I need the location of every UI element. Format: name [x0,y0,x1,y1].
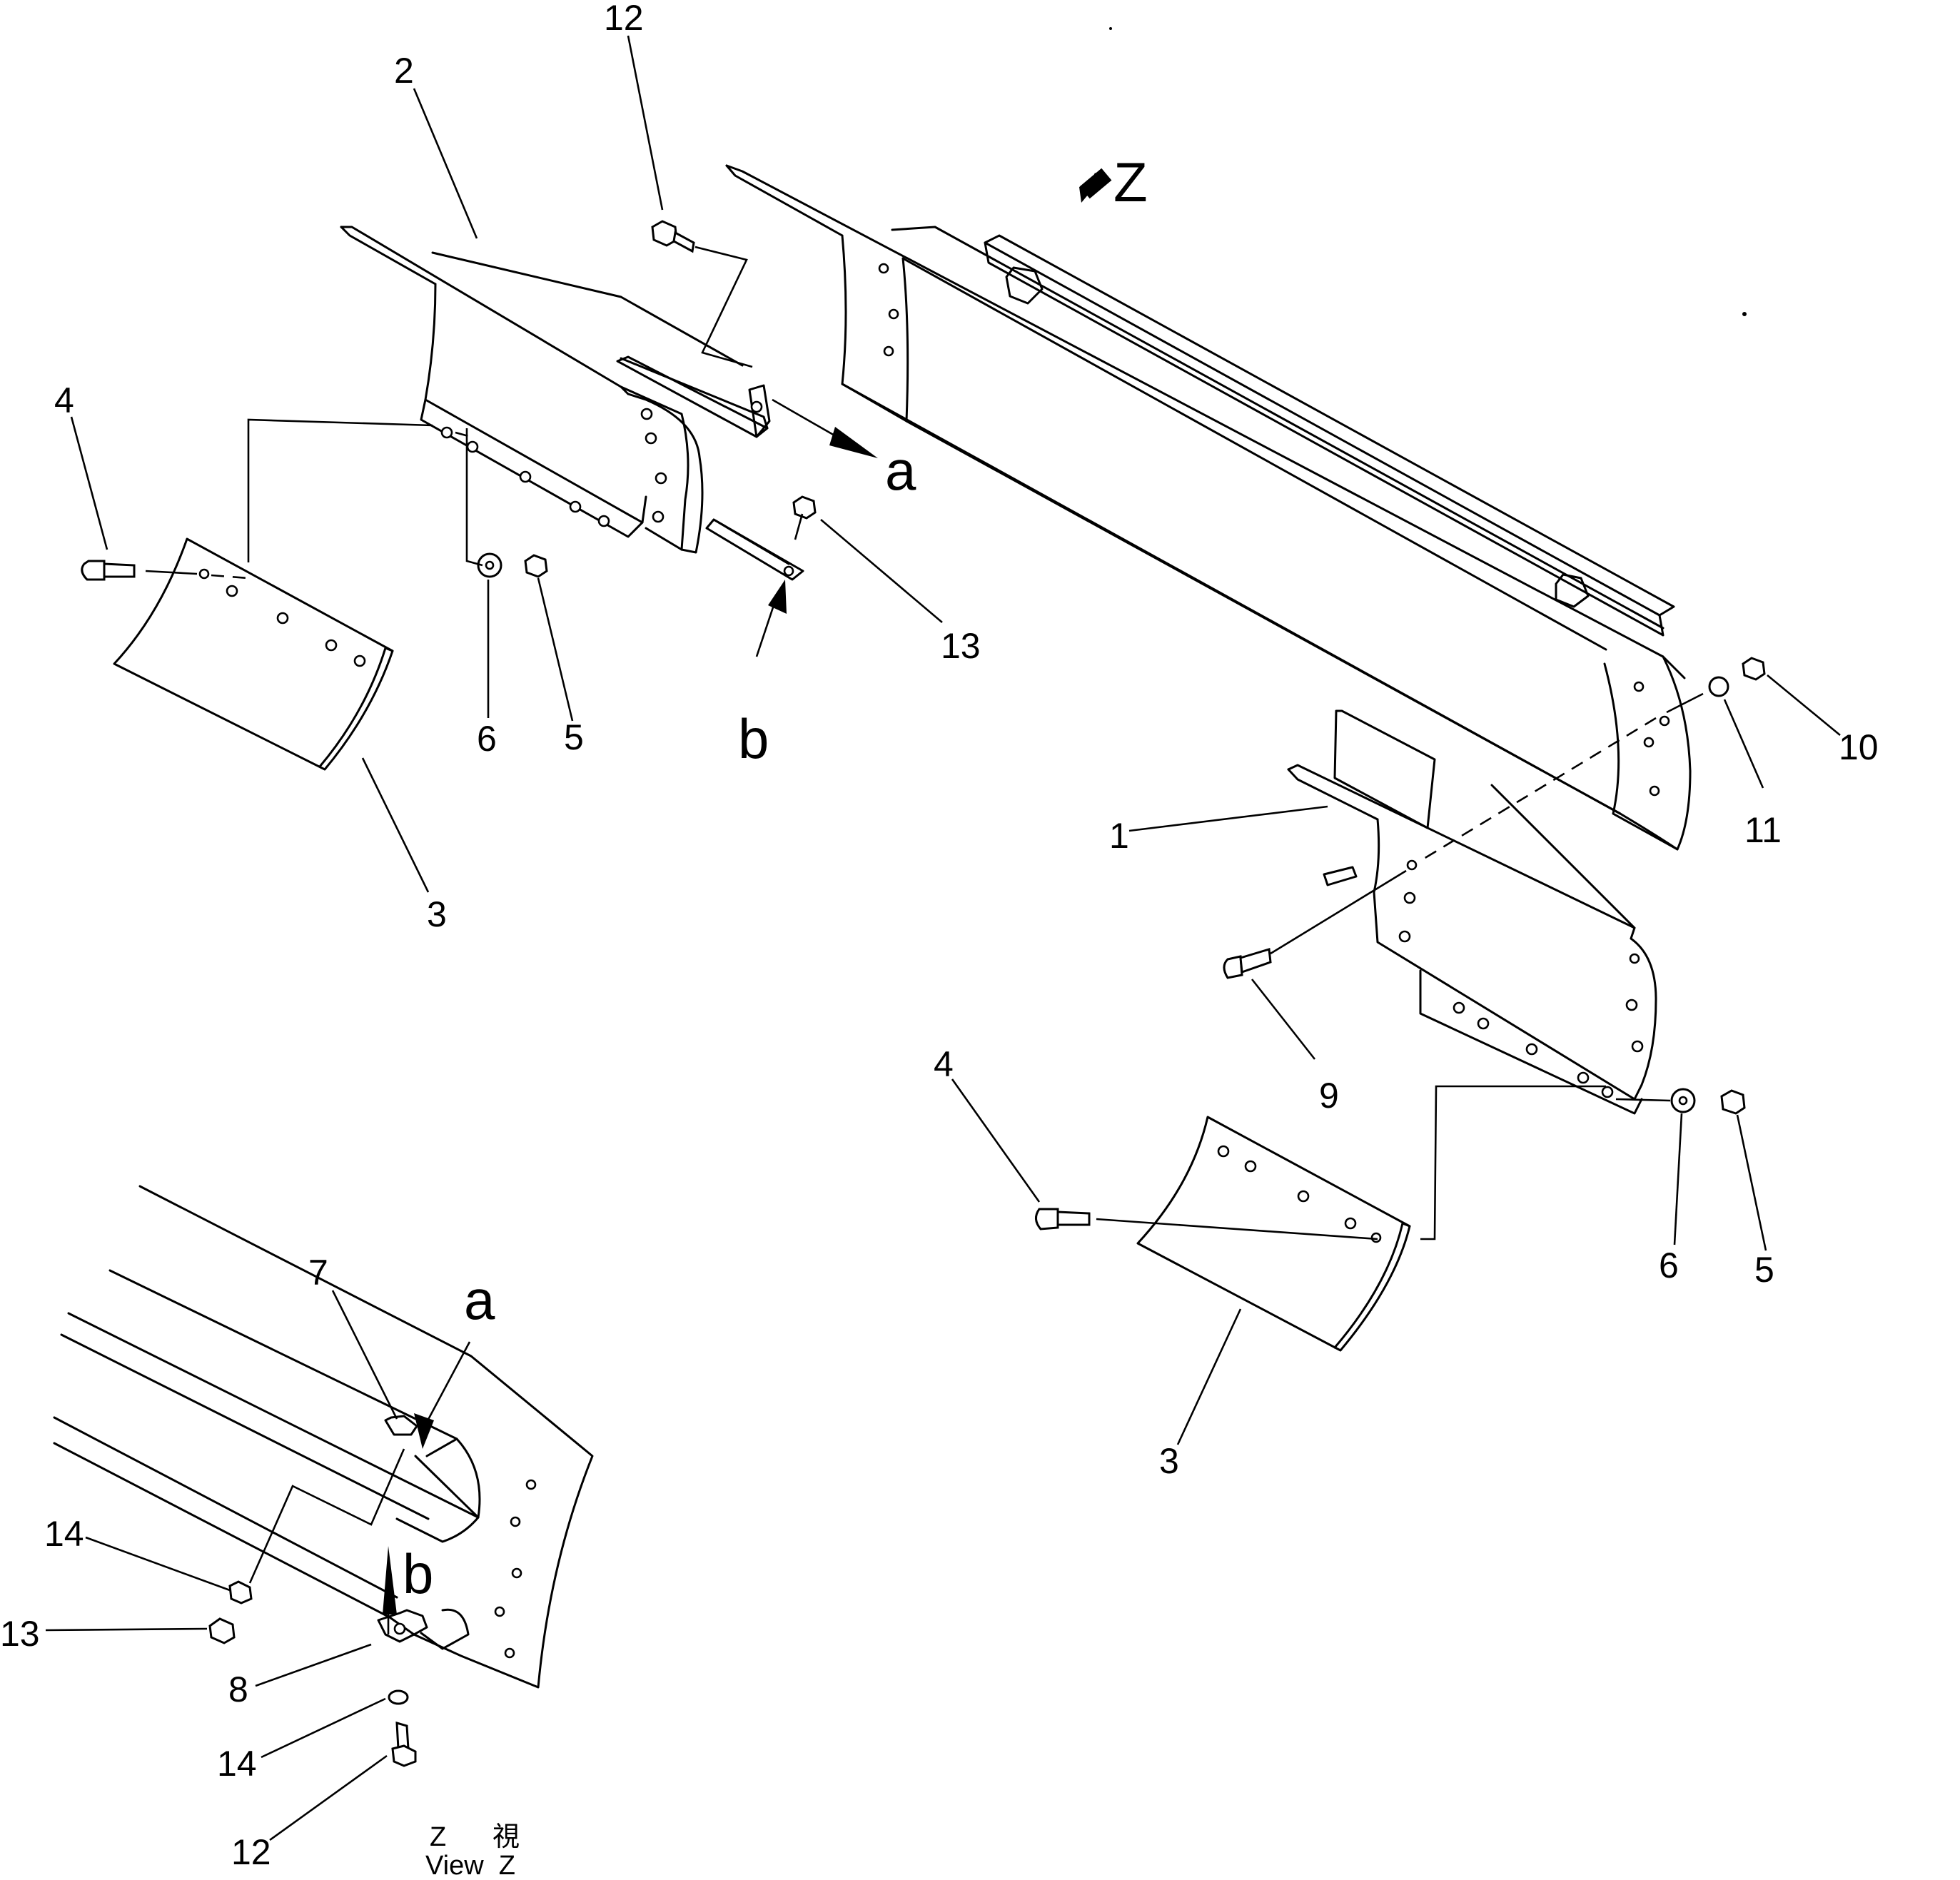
callout-14-upper: 14 [44,1514,84,1554]
bolt-12-top [651,220,695,253]
bolt-4-left [81,560,136,581]
speck [1109,27,1112,30]
connector-letters: a b a b [403,439,916,1605]
nut-5-right [1720,1089,1746,1115]
callout-7: 7 [308,1253,328,1293]
connector-b-view: b [403,1542,433,1605]
bolt-9 [1223,948,1272,979]
assembly-lines [145,246,1704,1240]
callout-12-view: 12 [231,1832,271,1872]
connector-a-view: a [464,1268,495,1331]
callout-13-top: 13 [941,626,981,666]
callout-10: 10 [1839,727,1879,767]
caption-kanji: 視 [492,1822,520,1852]
callout-9: 9 [1319,1076,1339,1116]
caption-z: Z [430,1822,446,1852]
callout-leaders [45,35,1841,1841]
view-z-arrow: Z [1079,151,1148,213]
callout-4-right: 4 [934,1044,954,1084]
callout-5-left: 5 [564,717,584,757]
right-cutting-edge [1136,1116,1411,1352]
washer-11 [1708,676,1729,697]
left-end-bit [340,226,769,554]
left-cutting-edge [113,537,394,771]
callout-3-right: 3 [1159,1441,1179,1481]
bracket-a [620,357,771,438]
main-blade [725,164,1692,851]
nut-13-top [792,495,817,520]
view-z-label: Z [1113,151,1148,213]
view-z-detail [53,1185,594,1767]
washer-14-lower [388,1689,409,1705]
nut-10 [1742,657,1766,681]
washer-14-upper [228,1580,253,1604]
callout-3-left: 3 [427,894,447,934]
callout-5-right: 5 [1754,1250,1774,1290]
nut-13-view [208,1617,236,1644]
connector-a-main: a [885,439,916,502]
bolt-12-view-shank [395,1721,410,1750]
bolt-12-view-head [391,1744,417,1767]
speck [1742,312,1747,316]
nut-5-left [524,554,548,578]
bolt-4-right [1035,1208,1091,1230]
callout-12-top: 12 [604,0,644,38]
caption-view-z: View Z [425,1851,515,1876]
connector-b-main: b [738,707,769,770]
callout-2: 2 [394,51,414,91]
callout-8: 8 [228,1669,248,1709]
callout-numbers: 12 2 4 6 5 13 3 1 10 11 9 4 6 5 3 7 14 1… [0,0,1879,1872]
right-end-bit [1287,709,1657,1115]
callout-6-right: 6 [1659,1245,1679,1285]
callout-13-view: 13 [0,1614,40,1654]
callout-1: 1 [1109,816,1129,856]
bracket-b [705,518,804,581]
callout-4-left: 4 [54,380,74,420]
view-caption: Z 視 View Z [425,1822,520,1880]
callout-14-lower: 14 [217,1744,257,1784]
callout-11: 11 [1744,810,1782,850]
callout-6-left: 6 [477,719,497,759]
